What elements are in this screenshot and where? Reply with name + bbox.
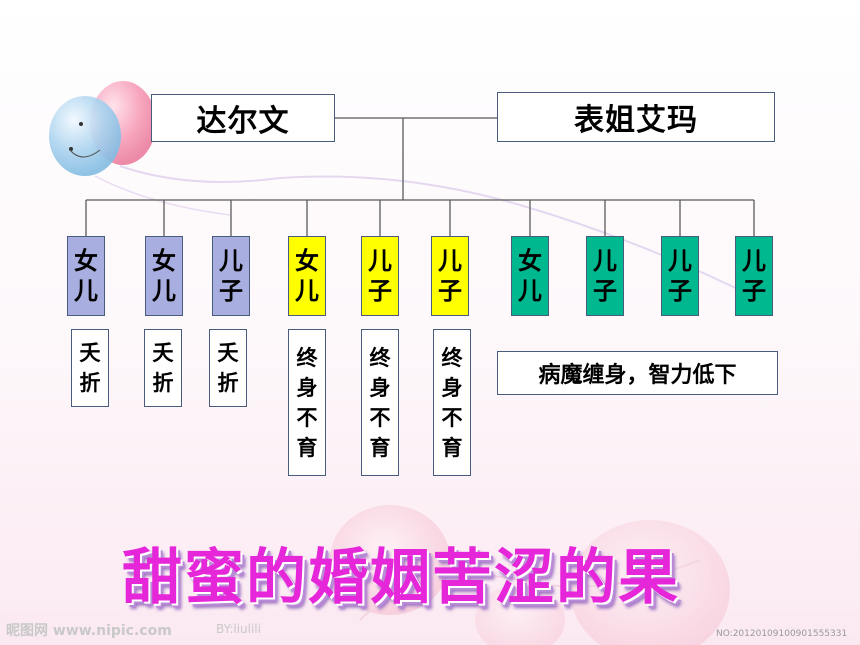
child-1: 女儿 xyxy=(67,236,105,316)
child-5: 儿子 xyxy=(361,236,399,316)
child-7: 女儿 xyxy=(511,236,549,316)
parent-darwin-label: 达尔文 xyxy=(196,104,290,139)
watermark-left: 昵图网 www.nipic.com xyxy=(6,623,172,639)
watermark-middle: BY:liulili xyxy=(216,622,261,636)
note-sick-label: 病魔缠身，智力低下 xyxy=(538,363,737,388)
note-early-death-3: 夭折 xyxy=(209,329,247,407)
parent-emma-label: 表姐艾玛 xyxy=(574,103,698,138)
note-early-death-2: 夭折 xyxy=(144,329,182,407)
watermark-right: NO:20120109100901555331 xyxy=(716,629,848,639)
parent-darwin: 达尔文 xyxy=(151,94,335,142)
child-8: 儿子 xyxy=(586,236,624,316)
child-9: 儿子 xyxy=(661,236,699,316)
note-infertile-1: 终身不育 xyxy=(288,329,326,476)
note-infertile-2: 终身不育 xyxy=(361,329,399,476)
slide-title: 甜蜜的婚姻苦涩的果 xyxy=(122,542,680,613)
note-early-death-1: 夭折 xyxy=(71,329,109,407)
child-10: 儿子 xyxy=(735,236,773,316)
parent-emma: 表姐艾玛 xyxy=(497,92,775,142)
child-6: 儿子 xyxy=(431,236,469,316)
note-sick: 病魔缠身，智力低下 xyxy=(497,351,778,395)
child-2: 女儿 xyxy=(145,236,183,316)
child-3: 儿子 xyxy=(212,236,250,316)
child-4: 女儿 xyxy=(288,236,326,316)
note-infertile-3: 终身不育 xyxy=(433,329,471,476)
